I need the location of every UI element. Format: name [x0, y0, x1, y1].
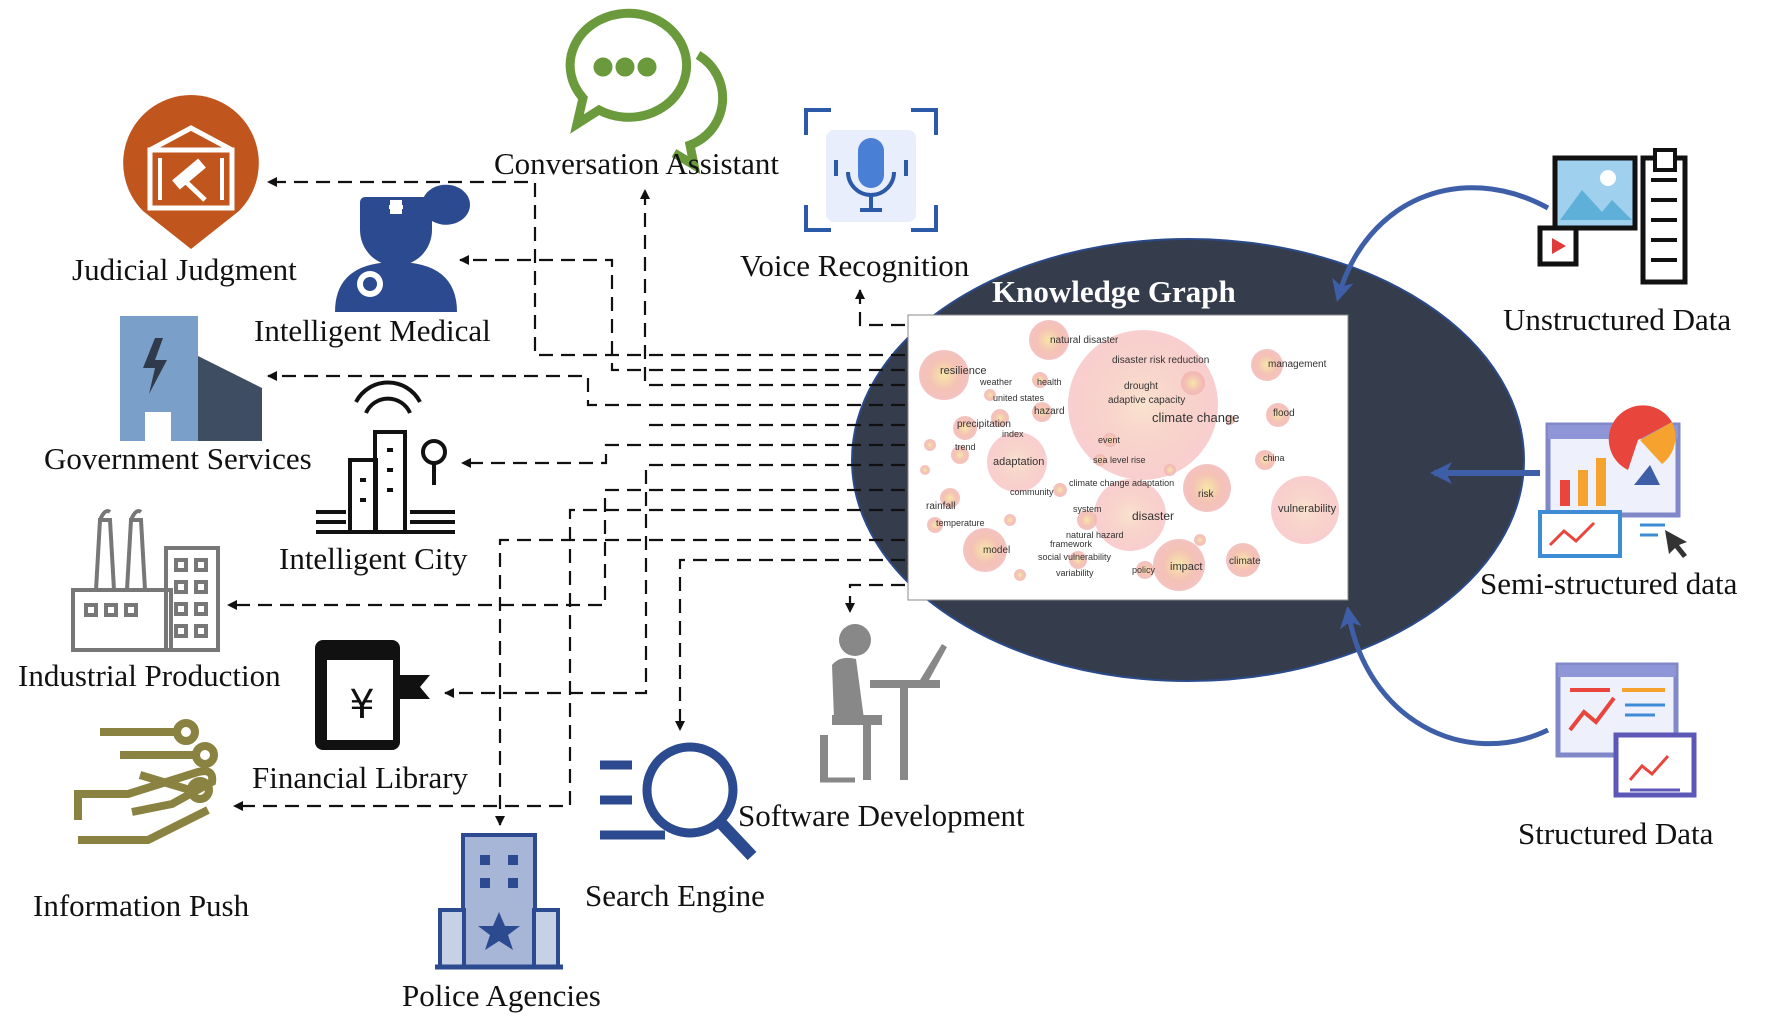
kg-term: climate	[1229, 556, 1261, 567]
intelligent-medical-label: Intelligent Medical	[254, 313, 491, 348]
kg-term: natural hazard	[1066, 530, 1124, 540]
kg-term: weather	[979, 377, 1012, 387]
gavel-pin-icon	[123, 95, 259, 249]
hand-circuit-icon	[74, 719, 218, 844]
police-building-icon	[435, 833, 563, 970]
kg-term: china	[1263, 453, 1285, 463]
factory-icon	[71, 509, 220, 652]
government-building-icon	[120, 316, 262, 441]
kg-term: system	[1073, 504, 1102, 514]
judicial-judgment-label: Judicial Judgment	[72, 252, 297, 287]
smart-city-icon	[316, 380, 455, 534]
kg-term: index	[1002, 429, 1024, 439]
bubble-cloud	[919, 320, 1339, 591]
kg-term: adaptive capacity	[1108, 395, 1185, 406]
kg-term: adaptation	[993, 456, 1044, 468]
kg-term: policy	[1132, 565, 1156, 575]
finance-book-icon: ¥	[315, 640, 430, 750]
conversation-assistant-label: Conversation Assistant	[494, 146, 780, 181]
kg-term: health	[1037, 377, 1062, 387]
kg-term: disaster risk reduction	[1112, 355, 1209, 366]
kg-term: resilience	[940, 365, 986, 377]
unstructured-data-label: Unstructured Data	[1503, 302, 1732, 337]
developer-icon	[820, 624, 947, 783]
software-development-label: Software Development	[738, 798, 1025, 833]
doctor-icon	[335, 184, 470, 312]
kg-term: model	[983, 545, 1010, 556]
connector-lines	[227, 177, 905, 826]
kg-term: social vulnerability	[1038, 552, 1112, 562]
kg-term: framework	[1050, 539, 1093, 549]
kg-term: united states	[993, 393, 1045, 403]
kg-term: hazard	[1034, 406, 1065, 417]
kg-term: drought	[1124, 381, 1158, 392]
kg-term: temperature	[936, 518, 985, 528]
kg-term: trend	[955, 442, 976, 452]
structured-dashboard-icon	[1555, 662, 1697, 798]
kg-term: event	[1098, 435, 1121, 445]
kg-term: variability	[1056, 568, 1094, 578]
microphone-icon	[804, 108, 938, 232]
input-arrows	[1332, 185, 1550, 747]
police-agencies-label: Police Agencies	[402, 978, 601, 1013]
voice-recognition-label: Voice Recognition	[740, 248, 970, 283]
kg-term: disaster	[1132, 509, 1174, 523]
kg-term: risk	[1198, 489, 1215, 500]
kg-term: climate change adaptation	[1069, 478, 1174, 488]
search-icon	[600, 742, 757, 861]
information-push-label: Information Push	[33, 888, 250, 923]
chat-bubbles-icon	[565, 8, 728, 175]
knowledge-graph-title: Knowledge Graph	[992, 274, 1236, 309]
intelligent-city-label: Intelligent City	[279, 541, 468, 576]
kg-term: impact	[1170, 561, 1202, 573]
unstructured-media-icon	[1537, 148, 1688, 285]
structured-data-label: Structured Data	[1518, 816, 1714, 851]
kg-term: natural disaster	[1050, 335, 1119, 346]
semi-structured-data-label: Semi-structured data	[1480, 566, 1738, 601]
government-services-label: Government Services	[44, 441, 312, 476]
svg-text:¥: ¥	[349, 682, 374, 728]
kg-term: vulnerability	[1278, 503, 1337, 515]
kg-term: sea level rise	[1093, 455, 1146, 465]
kg-term: flood	[1273, 408, 1295, 419]
industrial-production-label: Industrial Production	[18, 658, 281, 693]
kg-term: rainfall	[926, 501, 955, 512]
financial-library-label: Financial Library	[252, 760, 469, 795]
semi-structured-chart-icon	[1538, 405, 1687, 558]
kg-term: climate change	[1152, 410, 1239, 425]
kg-term: community	[1010, 487, 1054, 497]
search-engine-label: Search Engine	[585, 878, 765, 913]
knowledge-graph-terms: natural disaster disaster risk reduction m…	[926, 335, 1337, 578]
kg-term: precipitation	[957, 419, 1011, 430]
kg-term: management	[1268, 359, 1327, 370]
